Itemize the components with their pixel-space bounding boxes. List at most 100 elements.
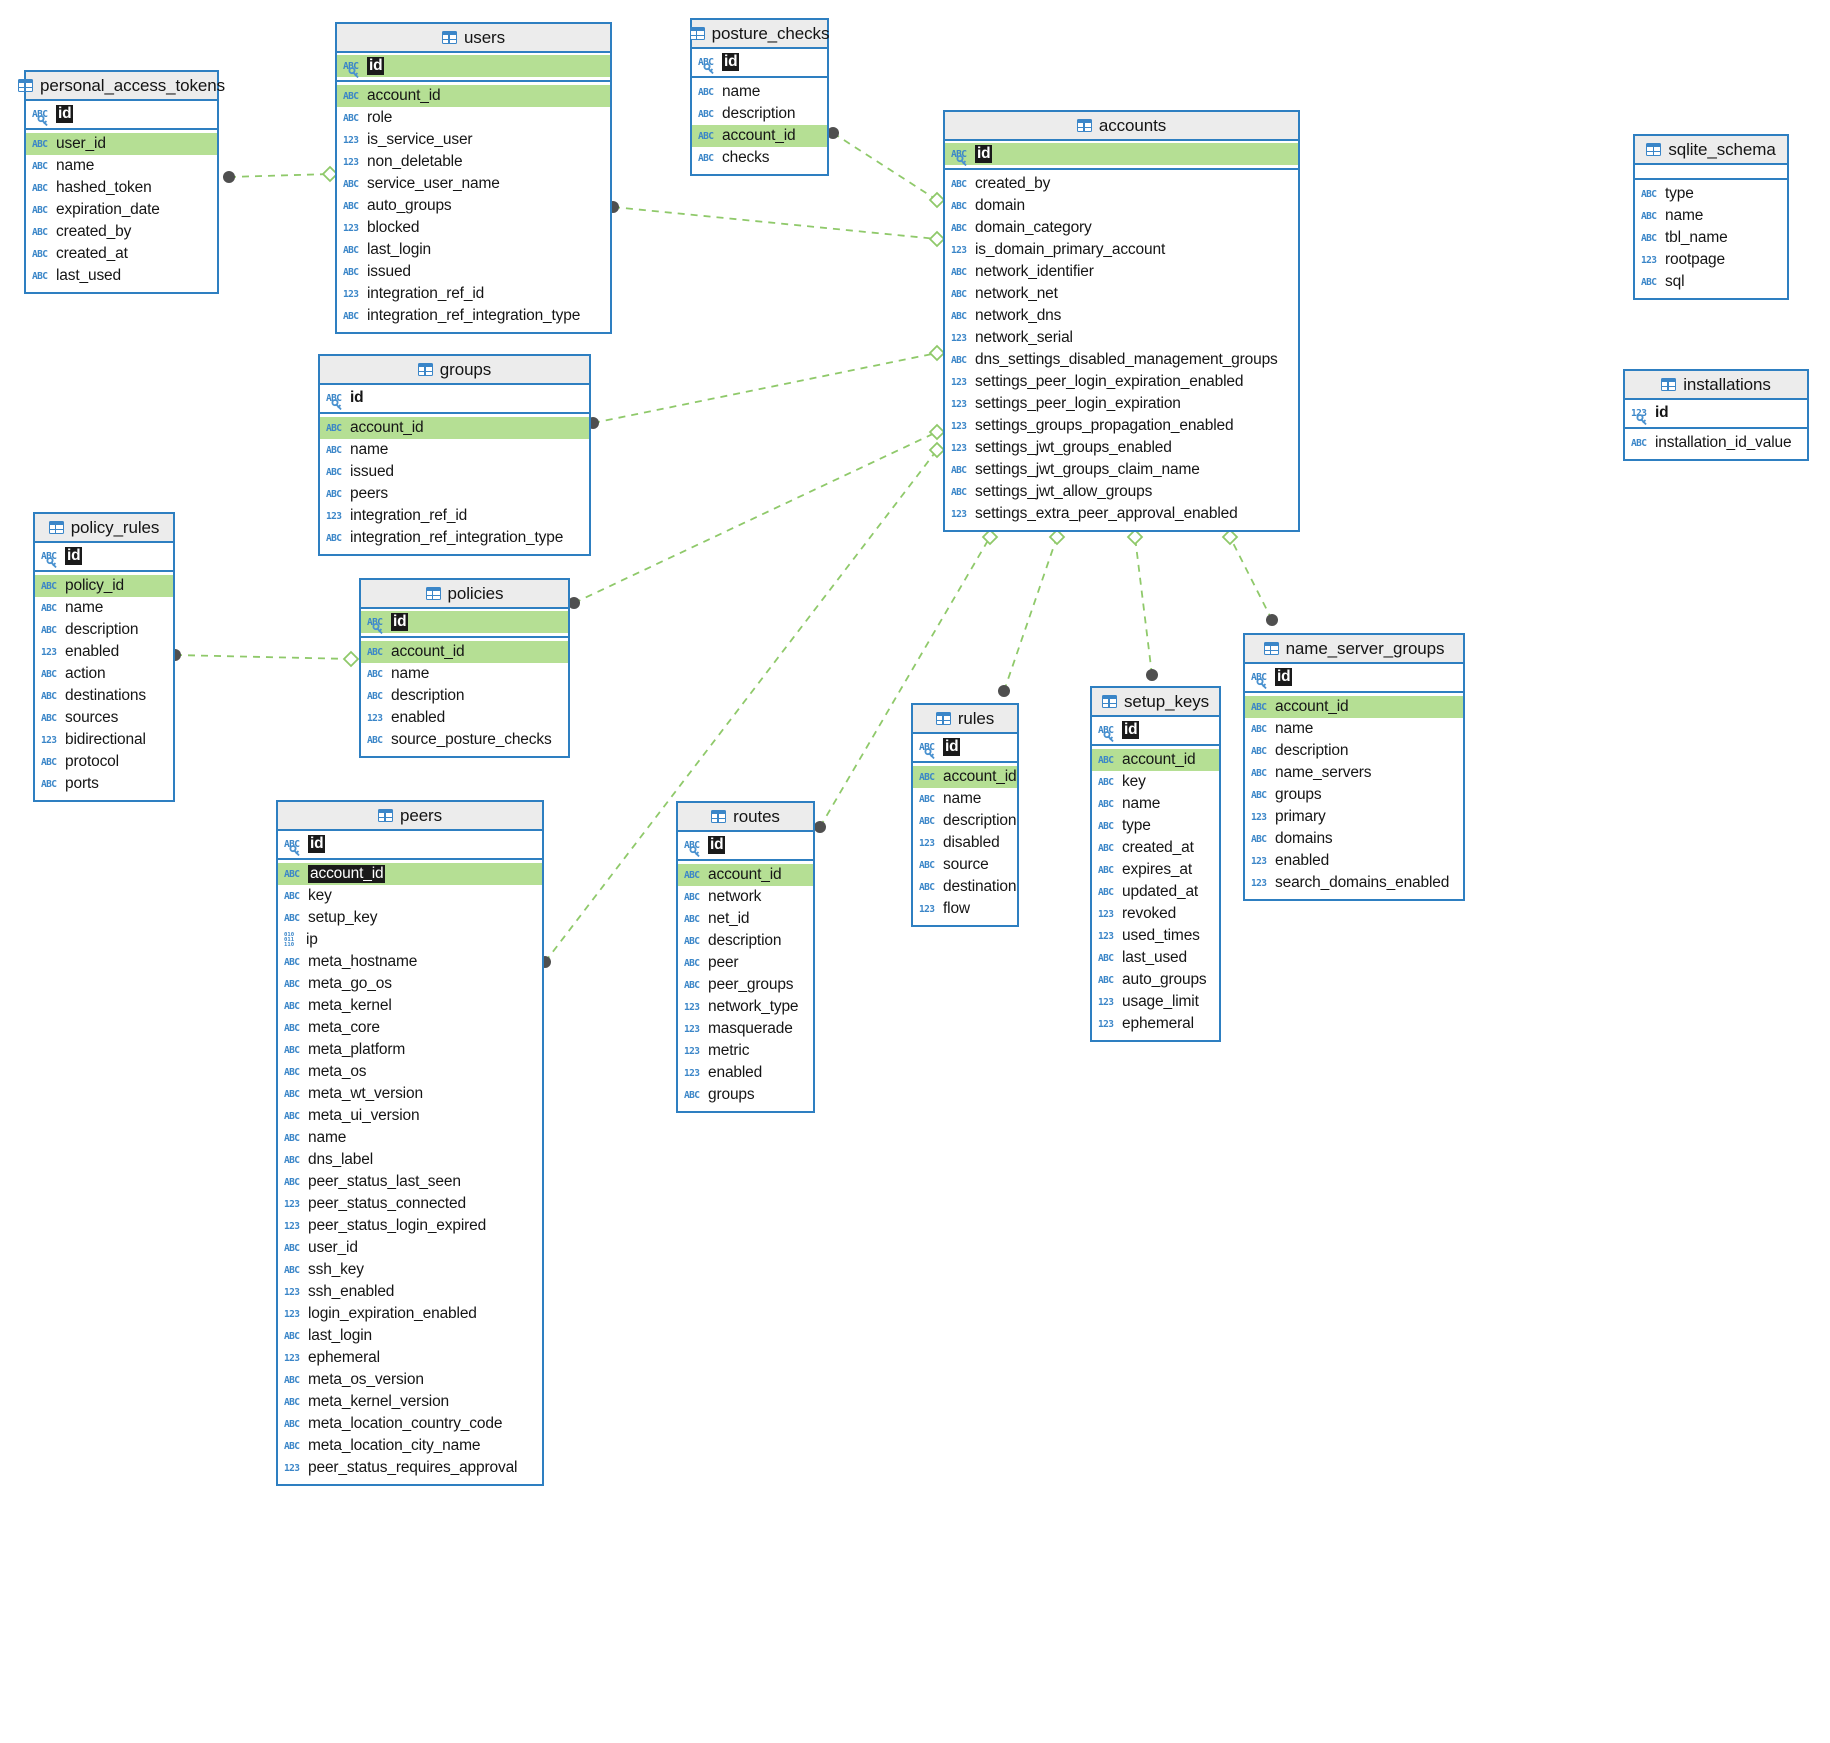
column-row[interactable]: masquerade bbox=[678, 1018, 813, 1040]
column-row[interactable]: integration_ref_id bbox=[337, 283, 610, 305]
column-row[interactable]: created_by bbox=[945, 173, 1298, 195]
column-row[interactable]: enabled bbox=[361, 707, 568, 729]
table-groups[interactable]: groupsidaccount_idnameissuedpeersintegra… bbox=[318, 354, 591, 556]
column-row[interactable]: type bbox=[1635, 183, 1787, 205]
primary-key-row[interactable]: id bbox=[361, 611, 568, 634]
column-row[interactable]: installation_id_value bbox=[1625, 432, 1807, 454]
column-row[interactable]: enabled bbox=[35, 641, 173, 663]
column-row[interactable]: last_login bbox=[337, 239, 610, 261]
column-row[interactable]: tbl_name bbox=[1635, 227, 1787, 249]
table-policy_rules[interactable]: policy_rulesidpolicy_idnamedescriptionen… bbox=[33, 512, 175, 802]
column-row[interactable]: account_id bbox=[320, 417, 589, 439]
primary-key-row[interactable]: id bbox=[1245, 666, 1463, 689]
column-row[interactable]: account_id bbox=[278, 863, 542, 885]
column-row[interactable]: ssh_enabled bbox=[278, 1281, 542, 1303]
column-row[interactable]: meta_kernel_version bbox=[278, 1391, 542, 1413]
table-personal_access_tokens[interactable]: personal_access_tokensiduser_idnamehashe… bbox=[18, 70, 225, 294]
table-installations[interactable]: installationsidinstallation_id_value bbox=[1623, 369, 1809, 461]
column-row[interactable]: service_user_name bbox=[337, 173, 610, 195]
table-policies[interactable]: policiesidaccount_idnamedescriptionenabl… bbox=[359, 578, 570, 758]
column-row[interactable]: meta_go_os bbox=[278, 973, 542, 995]
table-header[interactable]: peers bbox=[278, 802, 542, 831]
column-row[interactable]: last_used bbox=[1092, 947, 1219, 969]
column-row[interactable]: groups bbox=[1245, 784, 1463, 806]
column-row[interactable]: peer bbox=[678, 952, 813, 974]
column-row[interactable]: description bbox=[913, 810, 1017, 832]
table-header[interactable]: accounts bbox=[945, 112, 1298, 141]
table-header[interactable]: posture_checks bbox=[689, 20, 829, 49]
column-row[interactable]: updated_at bbox=[1092, 881, 1219, 903]
column-row[interactable]: peer_status_connected bbox=[278, 1193, 542, 1215]
table-name_server_groups[interactable]: name_server_groupsidaccount_idnamedescri… bbox=[1243, 633, 1465, 901]
table-header[interactable]: personal_access_tokens bbox=[18, 72, 225, 101]
table-header[interactable]: sqlite_schema bbox=[1635, 136, 1787, 165]
column-row[interactable]: meta_location_city_name bbox=[278, 1435, 542, 1457]
column-row[interactable]: name_servers bbox=[1245, 762, 1463, 784]
column-row[interactable]: meta_os bbox=[278, 1061, 542, 1083]
column-row[interactable]: ephemeral bbox=[278, 1347, 542, 1369]
column-row[interactable]: meta_hostname bbox=[278, 951, 542, 973]
column-row[interactable]: used_times bbox=[1092, 925, 1219, 947]
column-row[interactable]: settings_peer_login_expiration_enabled bbox=[945, 371, 1298, 393]
column-row[interactable]: revoked bbox=[1092, 903, 1219, 925]
column-row[interactable]: network_net bbox=[945, 283, 1298, 305]
column-row[interactable]: key bbox=[278, 885, 542, 907]
column-row[interactable]: meta_os_version bbox=[278, 1369, 542, 1391]
primary-key-row[interactable]: id bbox=[278, 833, 542, 856]
column-row[interactable]: blocked bbox=[337, 217, 610, 239]
primary-key-row[interactable]: id bbox=[1625, 402, 1807, 425]
column-row[interactable]: description bbox=[678, 930, 813, 952]
column-row[interactable]: user_id bbox=[278, 1237, 542, 1259]
column-row[interactable]: created_at bbox=[1092, 837, 1219, 859]
table-header[interactable]: users bbox=[337, 24, 610, 53]
column-row[interactable]: settings_jwt_allow_groups bbox=[945, 481, 1298, 503]
column-row[interactable]: meta_location_country_code bbox=[278, 1413, 542, 1435]
column-row[interactable]: ip bbox=[278, 929, 542, 951]
column-row[interactable]: last_login bbox=[278, 1325, 542, 1347]
column-row[interactable]: description bbox=[1245, 740, 1463, 762]
column-row[interactable]: usage_limit bbox=[1092, 991, 1219, 1013]
column-row[interactable]: meta_ui_version bbox=[278, 1105, 542, 1127]
column-row[interactable]: account_id bbox=[692, 125, 827, 147]
column-row[interactable]: expiration_date bbox=[26, 199, 217, 221]
primary-key-row[interactable]: id bbox=[320, 387, 589, 410]
column-row[interactable]: settings_peer_login_expiration bbox=[945, 393, 1298, 415]
column-row[interactable]: name bbox=[1092, 793, 1219, 815]
column-row[interactable]: integration_ref_integration_type bbox=[320, 527, 589, 549]
column-row[interactable]: non_deletable bbox=[337, 151, 610, 173]
column-row[interactable]: auto_groups bbox=[337, 195, 610, 217]
column-row[interactable]: flow bbox=[913, 898, 1017, 920]
table-header[interactable]: name_server_groups bbox=[1245, 635, 1463, 664]
column-row[interactable]: rootpage bbox=[1635, 249, 1787, 271]
column-row[interactable]: destinations bbox=[35, 685, 173, 707]
column-row[interactable]: last_used bbox=[26, 265, 217, 287]
column-row[interactable]: meta_core bbox=[278, 1017, 542, 1039]
table-rules[interactable]: rulesidaccount_idnamedescriptiondisabled… bbox=[911, 703, 1019, 927]
column-row[interactable]: sql bbox=[1635, 271, 1787, 293]
column-row[interactable]: account_id bbox=[361, 641, 568, 663]
column-row[interactable]: key bbox=[1092, 771, 1219, 793]
column-row[interactable]: domain_category bbox=[945, 217, 1298, 239]
column-row[interactable]: domain bbox=[945, 195, 1298, 217]
column-row[interactable]: policy_id bbox=[35, 575, 173, 597]
table-header[interactable]: rules bbox=[913, 705, 1017, 734]
column-row[interactable]: name bbox=[1245, 718, 1463, 740]
column-row[interactable]: issued bbox=[337, 261, 610, 283]
column-row[interactable]: settings_jwt_groups_claim_name bbox=[945, 459, 1298, 481]
table-header[interactable]: routes bbox=[678, 803, 813, 832]
column-row[interactable]: description bbox=[361, 685, 568, 707]
column-row[interactable]: action bbox=[35, 663, 173, 685]
column-row[interactable]: meta_platform bbox=[278, 1039, 542, 1061]
column-row[interactable]: source bbox=[913, 854, 1017, 876]
column-row[interactable]: source_posture_checks bbox=[361, 729, 568, 751]
column-row[interactable]: groups bbox=[678, 1084, 813, 1106]
table-header[interactable]: setup_keys bbox=[1092, 688, 1219, 717]
column-row[interactable]: network_serial bbox=[945, 327, 1298, 349]
primary-key-row[interactable]: id bbox=[913, 736, 1017, 759]
column-row[interactable]: settings_groups_propagation_enabled bbox=[945, 415, 1298, 437]
column-row[interactable]: network_type bbox=[678, 996, 813, 1018]
column-row[interactable]: network bbox=[678, 886, 813, 908]
column-row[interactable]: peer_status_login_expired bbox=[278, 1215, 542, 1237]
column-row[interactable]: login_expiration_enabled bbox=[278, 1303, 542, 1325]
table-peers[interactable]: peersidaccount_idkeysetup_keyipmeta_host… bbox=[276, 800, 544, 1486]
